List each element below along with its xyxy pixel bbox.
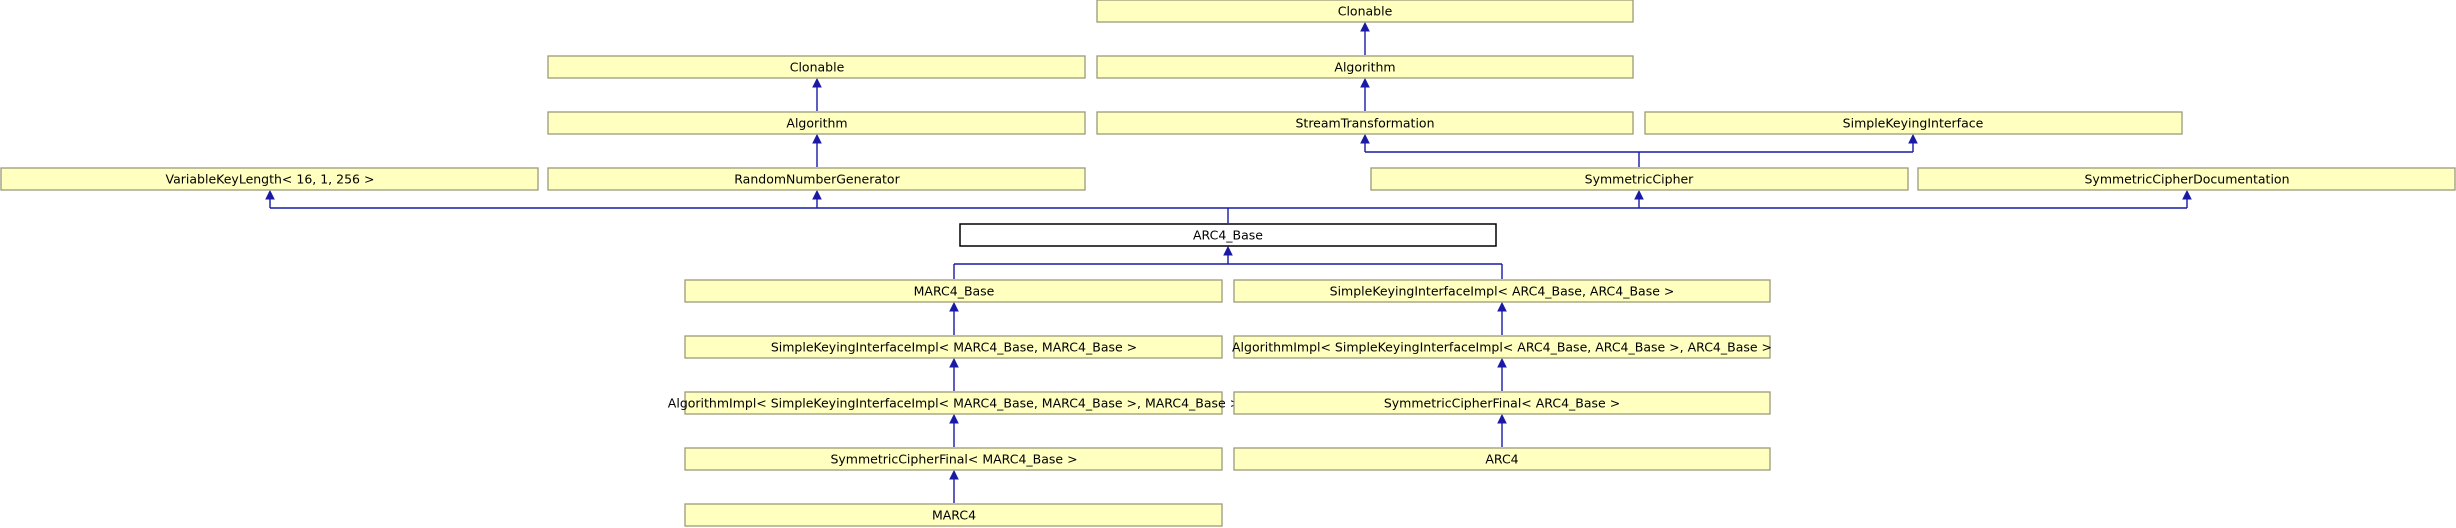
arrowhead-icon [949, 469, 959, 480]
node-arc4[interactable]: ARC4 [1233, 447, 1771, 471]
arrowhead-icon [812, 189, 822, 200]
node-algorithm-left[interactable]: Algorithm [547, 111, 1086, 135]
node-alg-impl-arc4[interactable]: AlgorithmImpl< SimpleKeyingInterfaceImpl… [1232, 335, 1772, 359]
node-alg-impl-marc4[interactable]: AlgorithmImpl< SimpleKeyingInterfaceImpl… [668, 391, 1240, 415]
node-algorithm-top[interactable]: Algorithm [1096, 55, 1634, 79]
node-scf-marc4[interactable]: SymmetricCipherFinal< MARC4_Base > [684, 447, 1223, 471]
node-marc4[interactable]: MARC4 [684, 503, 1223, 527]
node-scf-arc4[interactable]: SymmetricCipherFinal< ARC4_Base > [1233, 391, 1771, 415]
node-stream-transformation[interactable]: StreamTransformation [1096, 111, 1634, 135]
node-label: AlgorithmImpl< SimpleKeyingInterfaceImpl… [1232, 340, 1772, 355]
node-symmetric-cipher-documentation[interactable]: SymmetricCipherDocumentation [1917, 167, 2456, 191]
arrowhead-icon [2182, 189, 2192, 200]
node-label: VariableKeyLength< 16, 1, 256 > [166, 172, 375, 187]
arrowhead-icon [265, 189, 275, 200]
node-label: SymmetricCipherFinal< ARC4_Base > [1384, 396, 1620, 411]
node-label: SymmetricCipherFinal< MARC4_Base > [830, 452, 1077, 467]
node-simple-keying-interface[interactable]: SimpleKeyingInterface [1644, 111, 2183, 135]
node-variable-key-length[interactable]: VariableKeyLength< 16, 1, 256 > [0, 167, 539, 191]
arrowhead-icon [812, 133, 822, 144]
node-clonable-left[interactable]: Clonable [547, 55, 1086, 79]
edge-children-to-arc4base [953, 255, 1503, 279]
node-label: SimpleKeyingInterface [1843, 116, 1984, 131]
node-clonable-top[interactable]: Clonable [1096, 0, 1634, 23]
node-random-number-generator[interactable]: RandomNumberGenerator [547, 167, 1086, 191]
node-label: SimpleKeyingInterfaceImpl< MARC4_Base, M… [771, 340, 1137, 355]
node-label: Algorithm [786, 116, 847, 131]
node-label: SymmetricCipherDocumentation [2084, 172, 2289, 187]
arrowhead-icon [1360, 21, 1370, 32]
edge-symmetriccipher-to-parents [1364, 143, 1914, 167]
arrowhead-icon [1360, 133, 1370, 144]
node-label: RandomNumberGenerator [734, 172, 900, 187]
node-label: ARC4 [1485, 452, 1518, 467]
arrowhead-icon [1497, 301, 1507, 312]
node-label: ARC4_Base [1193, 228, 1263, 243]
node-label: MARC4 [932, 508, 976, 523]
arrowhead-icon [949, 357, 959, 368]
edges [269, 31, 2188, 503]
edge-arc4base-to-parents [269, 199, 2188, 223]
node-ski-impl-marc4[interactable]: SimpleKeyingInterfaceImpl< MARC4_Base, M… [684, 335, 1223, 359]
node-label: SymmetricCipher [1585, 172, 1695, 187]
node-label: Algorithm [1334, 60, 1395, 75]
node-arc4-base[interactable]: ARC4_Base [959, 223, 1497, 247]
node-label: StreamTransformation [1295, 116, 1434, 131]
arrowhead-icon [1497, 357, 1507, 368]
arrowhead-icon [1497, 413, 1507, 424]
arrow-heads [265, 21, 2192, 480]
node-label: MARC4_Base [914, 284, 995, 299]
node-label: Clonable [790, 60, 845, 75]
arrowhead-icon [949, 413, 959, 424]
node-marc4-base[interactable]: MARC4_Base [684, 279, 1223, 303]
node-ski-impl-arc4[interactable]: SimpleKeyingInterfaceImpl< ARC4_Base, AR… [1233, 279, 1771, 303]
arrowhead-icon [1223, 245, 1233, 256]
arrowhead-icon [812, 77, 822, 88]
node-label: SimpleKeyingInterfaceImpl< ARC4_Base, AR… [1330, 284, 1675, 299]
node-label: Clonable [1338, 4, 1393, 19]
node-symmetric-cipher[interactable]: SymmetricCipher [1370, 167, 1909, 191]
arrowhead-icon [1908, 133, 1918, 144]
arrowhead-icon [1360, 77, 1370, 88]
node-label: AlgorithmImpl< SimpleKeyingInterfaceImpl… [668, 396, 1240, 411]
arrowhead-icon [1634, 189, 1644, 200]
arrowhead-icon [949, 301, 959, 312]
